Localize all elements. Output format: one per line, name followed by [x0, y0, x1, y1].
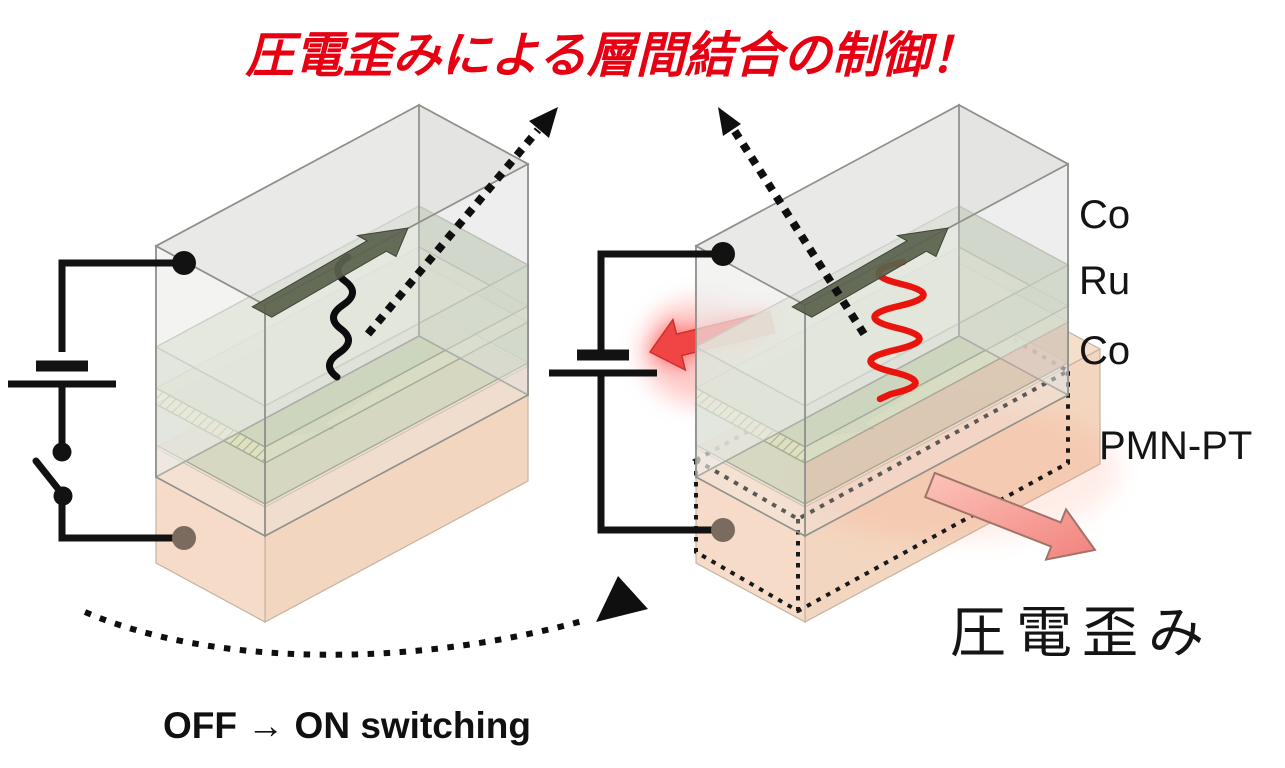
left-top-co-magnetization-arrow [251, 227, 409, 318]
strong-coupling-spring [867, 258, 927, 403]
label-ru: Ru [1079, 259, 1130, 303]
open-switch-icon [32, 442, 73, 506]
battery-icon [549, 349, 657, 377]
off-to-on-arc-arrow [83, 576, 648, 658]
left-bottom-electrode-terminal [172, 526, 196, 550]
right-device [549, 104, 1120, 624]
label-off-on-switching: OFF → ON switching [163, 705, 531, 746]
label-co-bottom: Co [1079, 329, 1130, 373]
left-voltage-circuit [8, 251, 196, 550]
left-device [8, 104, 558, 624]
left-output-dashed-arrow [364, 107, 558, 337]
strain-arrow-right [923, 471, 1097, 561]
battery-icon [8, 360, 116, 388]
right-bottom-electrode-terminal [711, 518, 735, 542]
weak-coupling-wavy-line [326, 253, 356, 381]
left-top-electrode-terminal [172, 251, 196, 275]
label-pmnpt: PMN-PT [1099, 424, 1252, 468]
label-piezo-strain: 圧電歪み [950, 601, 1214, 664]
right-output-dashed-arrow [718, 107, 868, 337]
right-top-co-magnetization-arrow [791, 227, 949, 318]
label-co-top: Co [1079, 193, 1130, 237]
right-top-electrode-terminal [711, 242, 735, 266]
right-voltage-circuit [549, 242, 735, 542]
bottom-co-strain-tint [805, 322, 1068, 504]
figure-title: 圧電歪みによる層間結合の制御！ [244, 29, 979, 83]
